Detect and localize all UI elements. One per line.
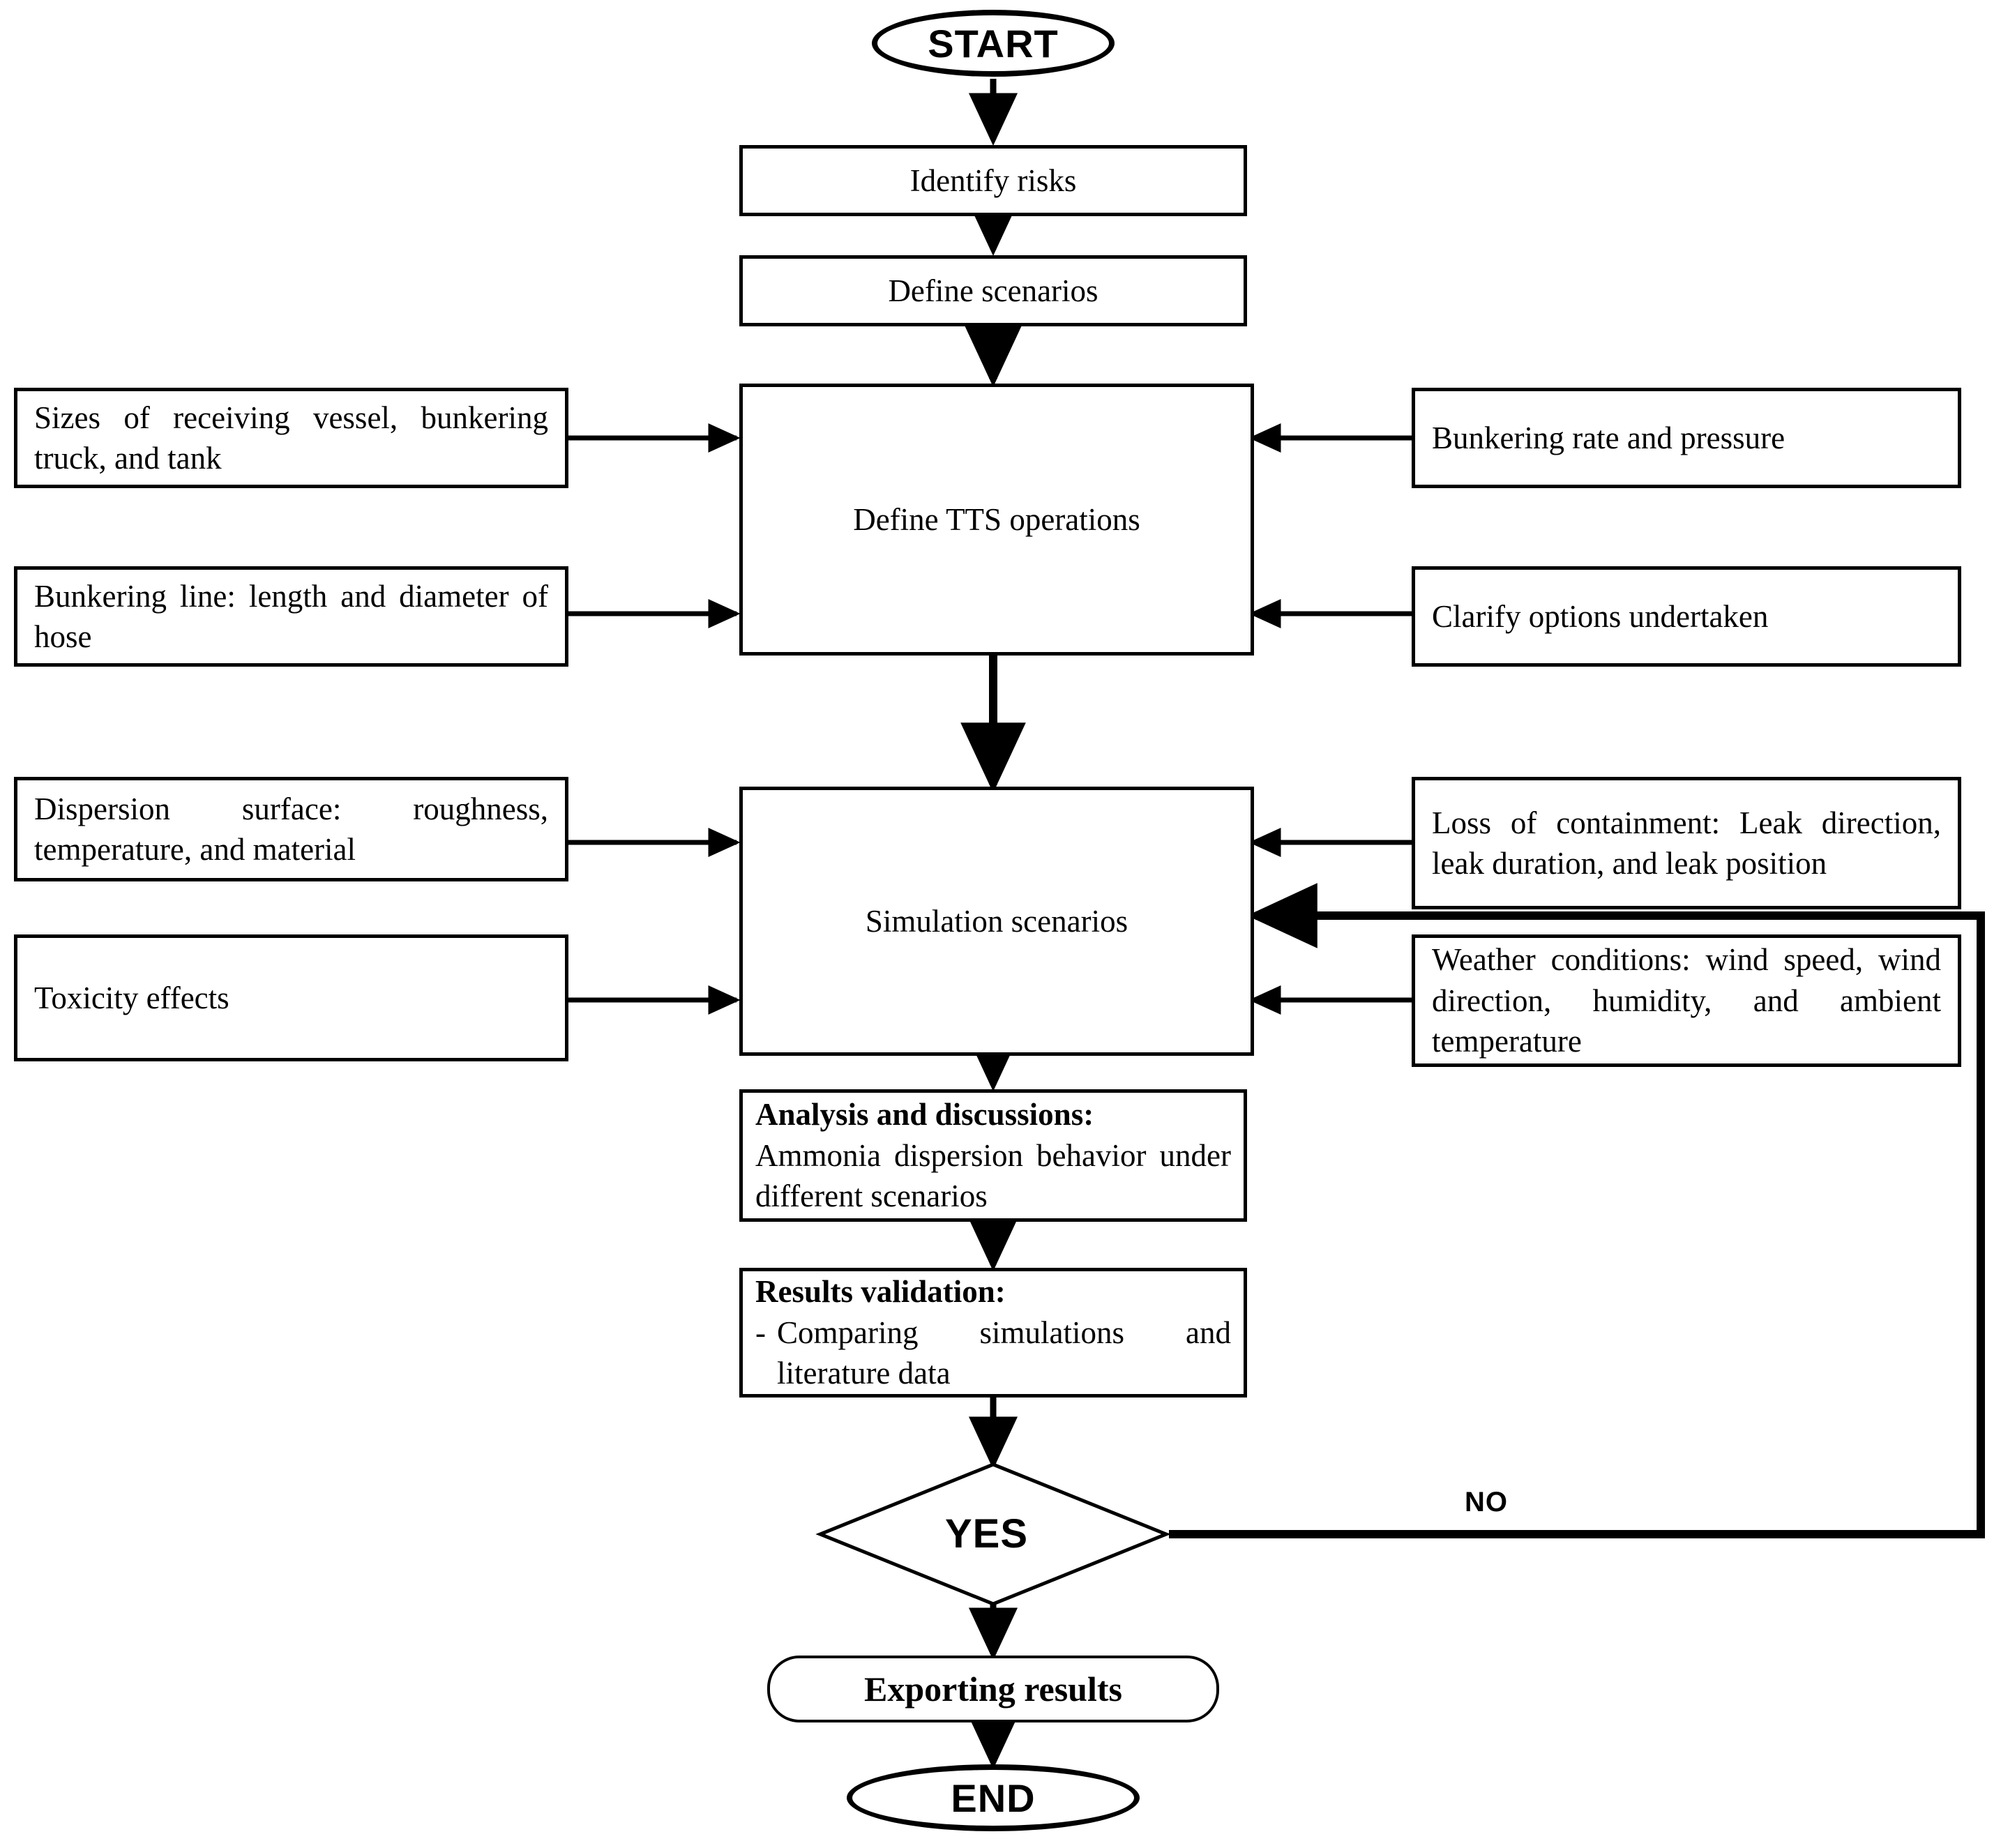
input-bunkering-line[interactable]: Bunkering line: length and diameter of h… (14, 566, 568, 667)
node-identify-risks[interactable]: Identify risks (739, 145, 1247, 216)
input-clarify-options[interactable]: Clarify options undertaken (1412, 566, 1961, 667)
input-sizes-label: Sizes of receiving vessel, bunkering tru… (34, 400, 548, 476)
exporting-results-label: Exporting results (864, 1669, 1122, 1709)
input-weather-conditions-label: Weather conditions: wind speed, wind dir… (1432, 942, 1941, 1059)
identify-risks-label: Identify risks (909, 162, 1077, 198)
input-bunkering-rate-pressure[interactable]: Bunkering rate and pressure (1412, 388, 1961, 488)
node-end[interactable]: END (847, 1764, 1140, 1831)
node-simulation-scenarios[interactable]: Simulation scenarios (739, 787, 1254, 1056)
node-results-validation[interactable]: Results validation: - Comparing simulati… (739, 1268, 1247, 1398)
results-validation-bullet-dash: - (755, 1315, 766, 1350)
results-validation-bullet: Comparing simulations and literature dat… (777, 1315, 1231, 1391)
decision-no-label: NO (1465, 1487, 1508, 1517)
node-exporting-results[interactable]: Exporting results (767, 1656, 1219, 1722)
analysis-body: Ammonia dispersion behavior under differ… (755, 1137, 1231, 1214)
results-validation-heading: Results validation: (755, 1274, 1006, 1310)
input-loss-of-containment[interactable]: Loss of containment: Leak direction, lea… (1412, 777, 1961, 909)
decision-yes-label[interactable]: YES (945, 1511, 1029, 1557)
start-label: START (928, 21, 1059, 66)
input-bunkering-line-label: Bunkering line: length and diameter of h… (34, 578, 548, 655)
input-bunkering-rate-label: Bunkering rate and pressure (1432, 420, 1785, 455)
node-define-tts-operations[interactable]: Define TTS operations (739, 384, 1254, 656)
input-weather-conditions[interactable]: Weather conditions: wind speed, wind dir… (1412, 934, 1961, 1067)
end-label: END (951, 1775, 1036, 1820)
node-define-scenarios[interactable]: Define scenarios (739, 255, 1247, 326)
simulation-scenarios-label: Simulation scenarios (865, 903, 1128, 939)
input-clarify-options-label: Clarify options undertaken (1432, 598, 1769, 634)
input-toxicity-effects[interactable]: Toxicity effects (14, 934, 568, 1061)
node-analysis-discussions[interactable]: Analysis and discussions: Ammonia disper… (739, 1089, 1247, 1222)
input-dispersion-surface-label: Dispersion surface: roughness, temperatu… (34, 791, 548, 868)
define-tts-label: Define TTS operations (853, 501, 1140, 537)
input-sizes-receiving-vessel[interactable]: Sizes of receiving vessel, bunkering tru… (14, 388, 568, 488)
node-start[interactable]: START (872, 10, 1115, 77)
input-loss-of-containment-label: Loss of containment: Leak direction, lea… (1432, 805, 1941, 881)
analysis-heading: Analysis and discussions: (755, 1097, 1094, 1133)
define-scenarios-label: Define scenarios (888, 273, 1098, 308)
input-toxicity-effects-label: Toxicity effects (34, 980, 229, 1015)
input-dispersion-surface[interactable]: Dispersion surface: roughness, temperatu… (14, 777, 568, 881)
